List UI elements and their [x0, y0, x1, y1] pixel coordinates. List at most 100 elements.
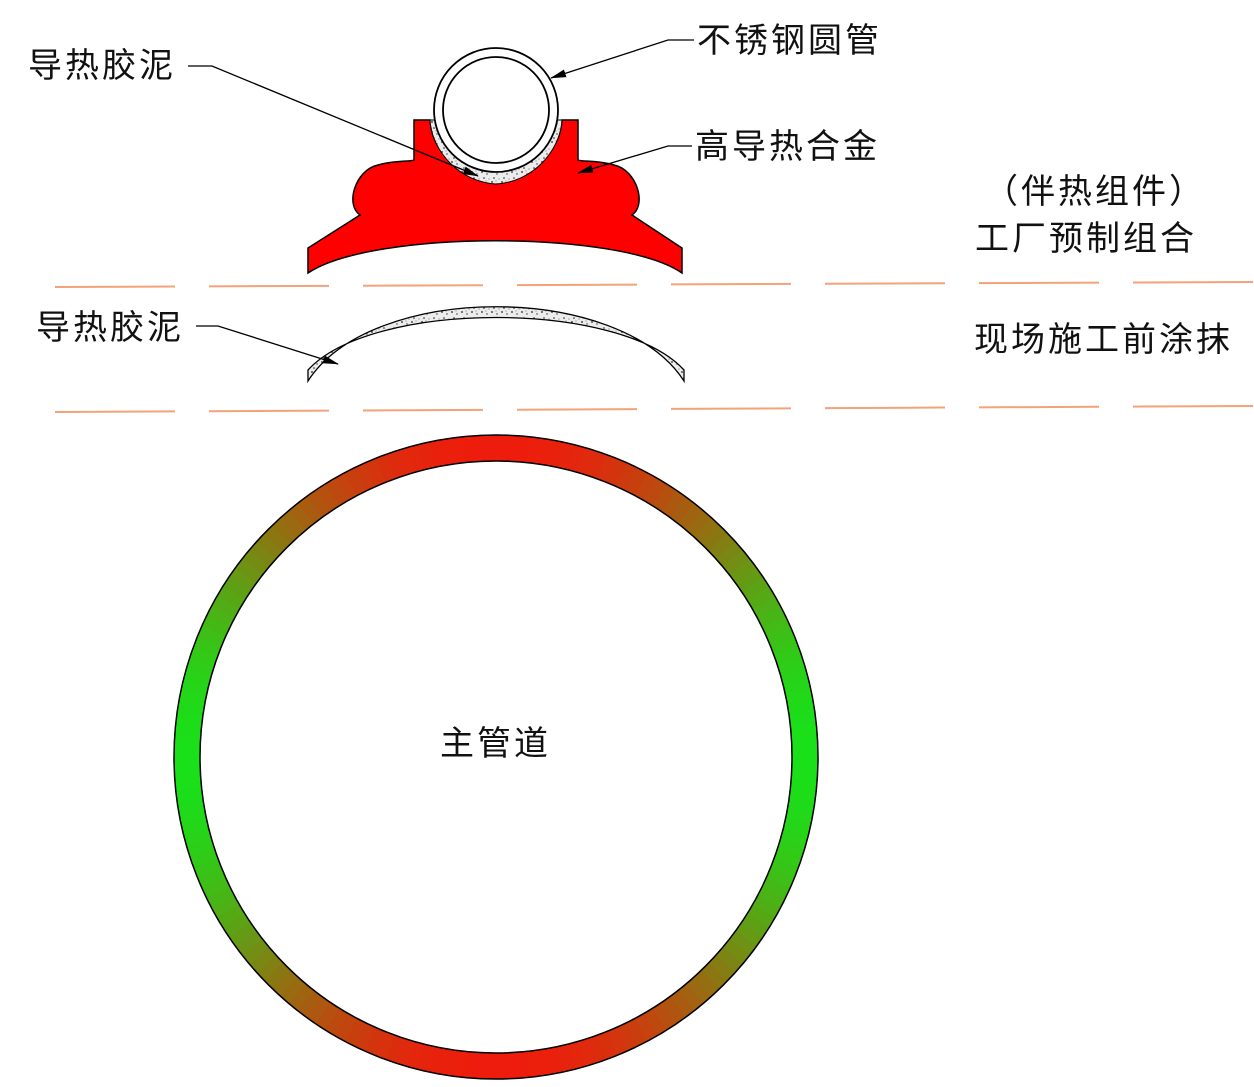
ring-segment	[344, 466, 370, 496]
ring-segment	[211, 593, 242, 619]
ring-segment	[351, 1021, 376, 1052]
leader-paste-top	[188, 65, 479, 177]
ring-segment	[733, 922, 763, 949]
ring-segment	[240, 936, 270, 964]
ring-segment	[201, 612, 232, 637]
ring-segment	[272, 515, 301, 545]
ring-segment	[762, 615, 792, 640]
ring-segment	[747, 586, 777, 612]
ring-segment	[278, 974, 306, 1004]
ring-segment	[739, 913, 770, 940]
ring-segment	[622, 1018, 648, 1048]
ring-segment	[222, 574, 253, 601]
ring-segment	[233, 928, 263, 956]
ring-segment	[289, 501, 317, 531]
ring-segment	[699, 962, 728, 991]
ring-segment	[773, 848, 803, 871]
ring-segment	[675, 983, 703, 1013]
ring-segment	[306, 488, 334, 518]
ring-segment	[594, 1031, 617, 1061]
label-paste-top: 导热胶泥	[28, 46, 176, 86]
leader-paste-mid	[196, 325, 339, 365]
ring-segment	[262, 960, 291, 989]
ring-segment	[372, 1030, 395, 1060]
ring-segment	[205, 883, 235, 909]
ring-segment	[686, 510, 714, 540]
leader-stainless-tube	[550, 39, 694, 79]
ring-segment	[604, 1027, 627, 1057]
ring-segment	[678, 503, 706, 533]
ring-segment	[766, 626, 796, 649]
ring-segment	[641, 1008, 667, 1038]
ring-segment	[691, 969, 720, 999]
ring-segment	[652, 483, 679, 514]
ring-segment	[644, 478, 670, 508]
ring-segment	[215, 902, 245, 928]
ring-segment	[722, 550, 752, 578]
ring-segment	[280, 508, 309, 538]
separator-line-upper	[54, 281, 1254, 288]
main-pipe-inner-edge	[199, 460, 793, 1054]
ring-segment	[217, 583, 247, 609]
leader-alloy	[577, 145, 692, 174]
ring-segment	[484, 435, 500, 462]
ring-segment	[757, 605, 787, 631]
ring-segment	[750, 895, 781, 921]
ring-segment	[256, 530, 286, 559]
ring-segment	[210, 893, 240, 918]
ring-segment	[196, 865, 226, 888]
ring-segment	[752, 596, 782, 621]
ring-segment	[393, 1037, 415, 1067]
ring-segment	[235, 556, 265, 584]
ring-segment	[473, 435, 489, 462]
ring-segment	[658, 996, 686, 1026]
ring-segment	[708, 533, 738, 562]
ring-segment	[683, 976, 712, 1006]
ring-segment	[382, 1034, 405, 1064]
ring-segment	[365, 457, 388, 487]
ring-segment	[385, 449, 408, 479]
ring-segment	[221, 911, 251, 938]
ring-segment	[313, 1000, 340, 1031]
ring-segment	[192, 855, 222, 878]
stainless-tube-inner	[442, 56, 550, 164]
label-main-pipe: 主管道	[440, 724, 551, 764]
ring-segment	[776, 838, 806, 860]
main-pipe-ring	[174, 435, 819, 1079]
ring-segment	[694, 517, 723, 547]
ring-segment	[613, 1023, 638, 1053]
ring-segment	[729, 558, 759, 586]
ring-segment	[650, 1002, 677, 1032]
ring-segment	[229, 565, 259, 592]
ring-segment	[249, 539, 279, 567]
ring-segment	[769, 858, 799, 881]
ring-segment	[206, 602, 237, 628]
ring-segment	[354, 461, 379, 491]
separator-line-lower	[54, 405, 1254, 413]
ring-segment	[286, 981, 314, 1011]
ring-segment	[597, 454, 620, 484]
ring-segment	[770, 636, 800, 659]
ring-segment	[632, 1013, 657, 1043]
label-alloy: 高导热合金	[695, 127, 880, 167]
ring-segment	[264, 523, 293, 552]
ring-segment	[616, 462, 641, 493]
ring-segment	[193, 633, 223, 656]
ring-segment	[404, 1040, 425, 1070]
ring-segment	[720, 939, 750, 967]
label-factory-prefab: 工厂预制组合	[975, 219, 1197, 259]
ring-segment	[567, 444, 588, 474]
ring-segment	[713, 947, 743, 975]
ring-segment	[361, 1026, 386, 1056]
label-paste-mid: 导热胶泥	[36, 308, 184, 348]
ring-segment	[727, 930, 757, 958]
ring-segment	[755, 886, 786, 912]
ring-segment	[760, 877, 791, 902]
ring-segment	[335, 471, 360, 501]
ring-segment	[186, 654, 216, 676]
ring-segment	[247, 944, 277, 973]
ring-segment	[189, 643, 219, 666]
ring-segment	[297, 494, 325, 524]
